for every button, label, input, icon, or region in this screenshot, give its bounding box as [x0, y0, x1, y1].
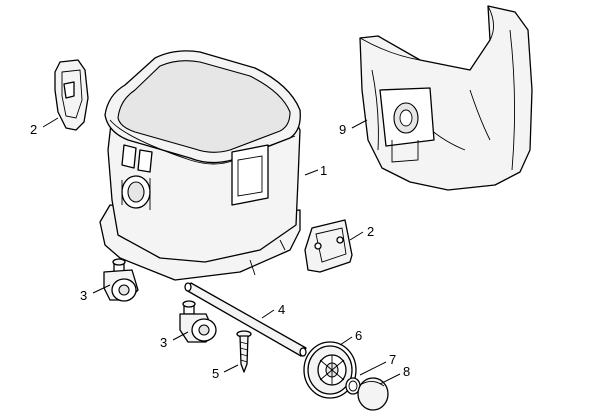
part-8-hubcap — [357, 377, 389, 411]
callout-2-left: 2 — [30, 122, 37, 137]
part-1-container — [99, 50, 301, 281]
callout-5: 5 — [212, 366, 219, 381]
callouts: 1 2 2 3 3 4 5 6 7 8 9 — [30, 122, 410, 381]
part-5-screw — [236, 330, 252, 373]
callout-6: 6 — [355, 328, 362, 343]
part-2-latch-plate — [304, 219, 353, 273]
part-9-filter-bag — [359, 5, 533, 191]
callout-8: 8 — [403, 364, 410, 379]
leader-lines — [42, 117, 401, 385]
callout-9: 9 — [339, 122, 346, 137]
part-4-axle — [184, 282, 307, 357]
callout-7: 7 — [389, 352, 396, 367]
callout-3-lower: 3 — [160, 335, 167, 350]
part-3-castor-lower — [179, 300, 217, 343]
part-2-latch-left — [54, 59, 89, 131]
part-3-castor-upper — [103, 258, 139, 302]
callout-3-upper: 3 — [80, 288, 87, 303]
part-7-ring — [345, 377, 361, 395]
callout-2-right: 2 — [367, 224, 374, 239]
callout-1: 1 — [320, 163, 327, 178]
callout-4: 4 — [278, 302, 285, 317]
part-6-wheel — [303, 341, 357, 399]
